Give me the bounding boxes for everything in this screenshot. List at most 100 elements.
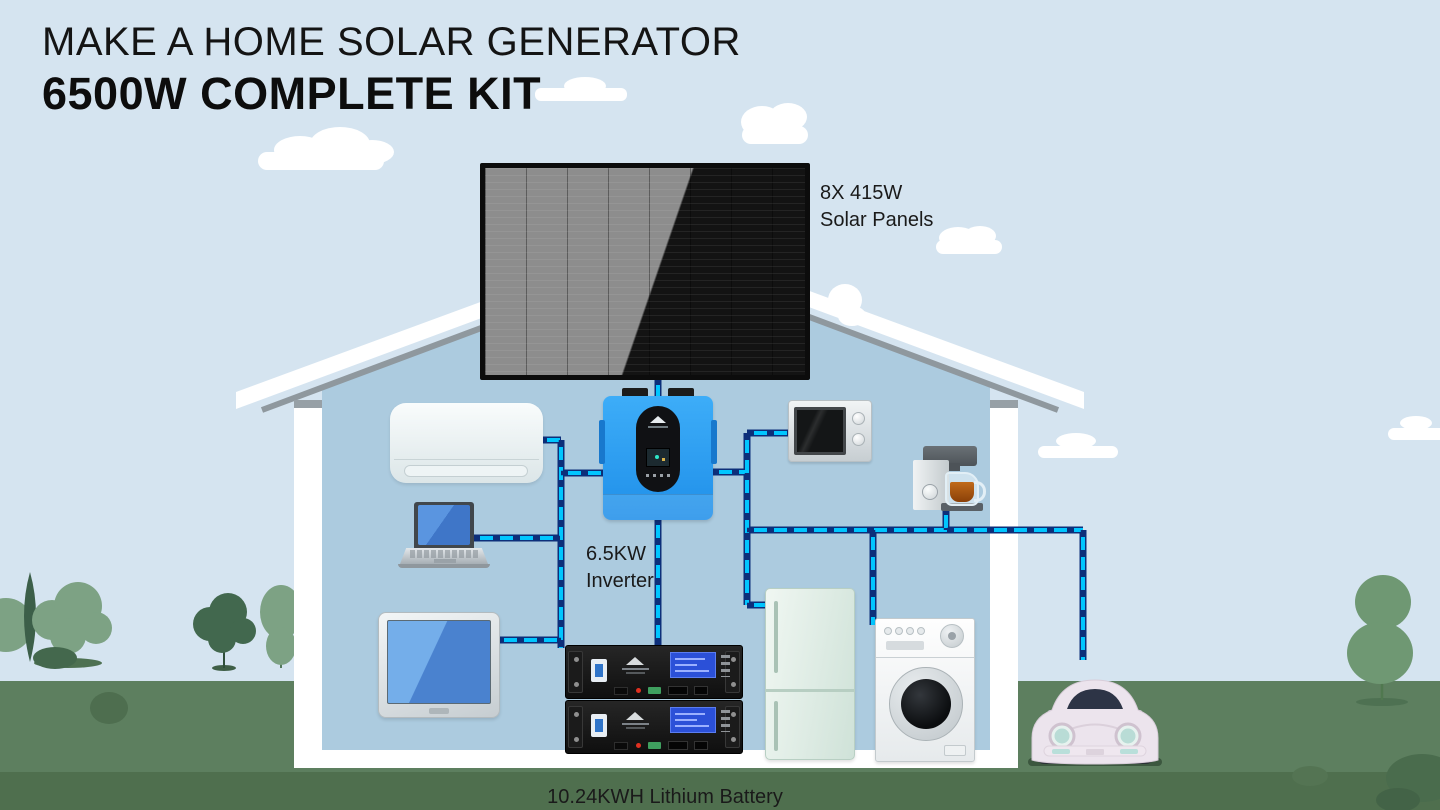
brand-logo-icon xyxy=(626,657,644,665)
inverter-body xyxy=(599,396,717,520)
brand-text xyxy=(626,727,645,729)
bush xyxy=(1376,788,1420,810)
fridge-divider xyxy=(766,689,854,692)
lcd-pixel xyxy=(662,458,665,461)
tv-button xyxy=(429,708,449,714)
grass-patch xyxy=(1292,766,1328,786)
laptop-touchpad xyxy=(434,559,456,563)
coffee-cup xyxy=(945,472,986,506)
tv-screen xyxy=(387,620,491,704)
cloud-icon xyxy=(258,127,394,170)
inverter-buttons xyxy=(646,474,670,477)
status-leds xyxy=(721,710,730,732)
port xyxy=(694,741,708,750)
microwave xyxy=(788,400,872,462)
brand-logo-icon xyxy=(650,416,666,423)
fridge-handle xyxy=(774,701,778,751)
inverter-label: 6.5KW Inverter xyxy=(586,541,654,595)
brand-text xyxy=(648,426,668,428)
coffee-maker-body xyxy=(913,460,949,510)
title-line2: 6500W COMPLETE KIT xyxy=(42,68,542,119)
car-windshield xyxy=(1067,689,1123,709)
status-leds xyxy=(721,655,730,677)
brand-logo-icon xyxy=(626,712,644,720)
laptop-screen xyxy=(414,502,474,548)
rack-ear xyxy=(568,706,583,748)
washer-display xyxy=(886,641,924,650)
solar-panels-label-line1: 8X 415W xyxy=(820,182,903,204)
television xyxy=(378,612,500,718)
inverter-bracket xyxy=(668,388,694,398)
lithium-battery-stack xyxy=(565,645,743,755)
tree xyxy=(24,572,36,662)
inverter-fin xyxy=(711,420,717,464)
microwave-knob xyxy=(852,412,865,425)
inverter-lcd xyxy=(646,448,670,467)
laptop-keyboard xyxy=(400,548,488,564)
brand-text xyxy=(622,668,649,670)
washer-button xyxy=(884,627,892,635)
washing-machine xyxy=(875,618,975,762)
tree-right xyxy=(1347,575,1413,706)
electric-car xyxy=(1028,679,1162,766)
inverter-unit xyxy=(599,388,717,520)
coffee-spout xyxy=(949,463,960,471)
laptop xyxy=(398,502,490,570)
wall-left xyxy=(294,400,322,768)
wall-right xyxy=(990,400,1018,768)
washer-filter-door xyxy=(944,745,966,756)
cloud-icon xyxy=(1038,433,1118,458)
washer-door xyxy=(889,667,963,741)
port xyxy=(668,741,688,750)
battery-unit xyxy=(565,645,743,699)
lcd-pixel xyxy=(655,455,659,459)
brand-text xyxy=(622,723,649,725)
port xyxy=(614,742,628,750)
coffee-maker xyxy=(913,446,986,512)
washer-button xyxy=(895,627,903,635)
coffee-liquid xyxy=(950,482,974,502)
fridge-handle xyxy=(774,601,778,673)
battery-breaker xyxy=(591,659,607,682)
ac-seam xyxy=(394,459,539,460)
microwave-knob xyxy=(852,433,865,446)
inverter-label-line2: Inverter xyxy=(586,570,654,592)
air-conditioner xyxy=(390,403,543,483)
solar-panels-label: 8X 415W Solar Panels xyxy=(820,180,933,234)
refrigerator xyxy=(765,588,855,760)
cloud-icon xyxy=(535,77,627,101)
page-title: MAKE A HOME SOLAR GENERATOR 6500W COMPLE… xyxy=(42,22,741,116)
port xyxy=(694,686,708,695)
washer-button xyxy=(906,627,914,635)
clouds xyxy=(258,77,1440,458)
laptop-keys xyxy=(410,550,478,558)
coffee-base xyxy=(941,503,983,511)
solar-panel-array xyxy=(480,163,810,380)
port xyxy=(614,687,628,695)
brand-text xyxy=(626,672,645,674)
trees-left xyxy=(0,572,302,671)
washer-door-glass xyxy=(901,679,951,729)
battery-unit xyxy=(565,700,743,754)
cloud-icon xyxy=(741,103,808,144)
terminal-block xyxy=(648,742,661,749)
battery-lcd xyxy=(670,652,716,678)
battery-breaker xyxy=(591,714,607,737)
laptop-display xyxy=(418,505,470,545)
rack-ear xyxy=(568,651,583,693)
title-line1: MAKE A HOME SOLAR GENERATOR xyxy=(42,20,741,64)
tree xyxy=(32,582,112,654)
solar-panels-label-line2: Solar Panels xyxy=(820,209,934,231)
battery-label: 10.24KWH Lithium Battery xyxy=(547,786,783,808)
grass-patch xyxy=(90,692,128,724)
washer-button xyxy=(917,627,925,635)
grass-dark-strip xyxy=(0,772,1440,810)
cloud-icon xyxy=(936,226,1002,254)
tree xyxy=(193,593,256,653)
bush xyxy=(33,647,77,669)
inverter-lower-panel xyxy=(603,494,713,520)
ac-vent xyxy=(404,465,528,477)
cloud-icon xyxy=(1388,416,1440,440)
inverter-label-line1: 6.5KW xyxy=(586,543,647,565)
